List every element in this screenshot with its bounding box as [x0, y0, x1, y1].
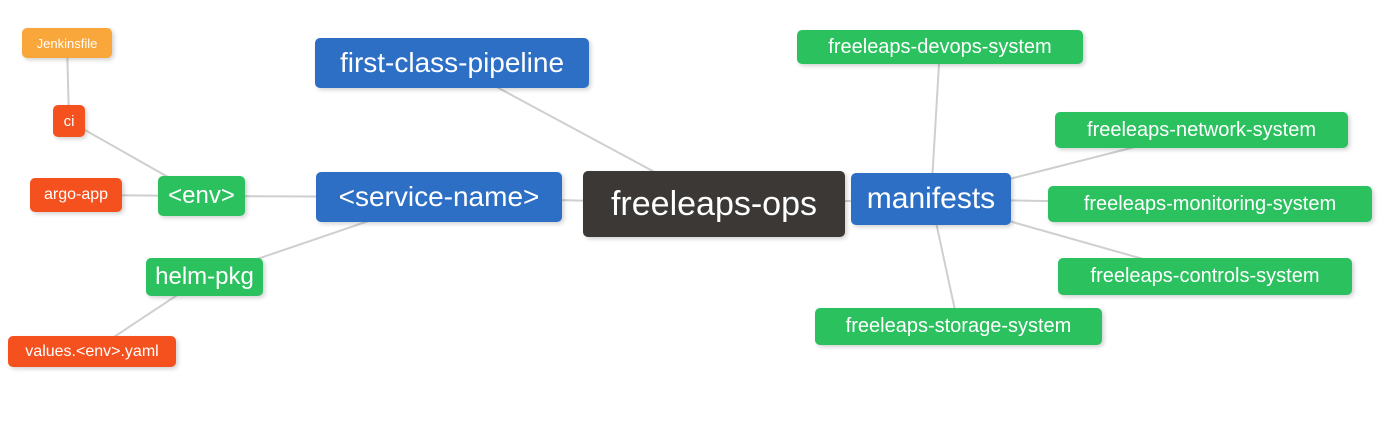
node-ci[interactable]: ci	[53, 105, 85, 137]
node-network-system[interactable]: freeleaps-network-system	[1055, 112, 1348, 148]
node-storage-system[interactable]: freeleaps-storage-system	[815, 308, 1102, 345]
node-label: freeleaps-devops-system	[828, 35, 1052, 58]
node-env[interactable]: <env>	[158, 176, 245, 216]
node-label: argo-app	[43, 186, 109, 203]
node-label: first-class-pipeline	[339, 47, 565, 78]
node-label: freeleaps-controls-system	[1090, 265, 1320, 287]
node-argo-app[interactable]: argo-app	[30, 178, 122, 212]
node-helm-pkg[interactable]: helm-pkg	[146, 258, 263, 296]
node-label: freeleaps-ops	[610, 184, 817, 223]
node-label: Jenkinsfile	[36, 35, 98, 51]
node-monitoring-system[interactable]: freeleaps-monitoring-system	[1048, 186, 1372, 222]
node-first-class-pipeline[interactable]: first-class-pipeline	[315, 38, 589, 88]
node-label: ci	[63, 112, 75, 130]
node-label: values.<env>.yaml	[25, 342, 159, 360]
node-freeleaps-ops[interactable]: freeleaps-ops	[583, 171, 845, 237]
node-jenkinsfile[interactable]: Jenkinsfile	[22, 28, 112, 58]
node-devops-system[interactable]: freeleaps-devops-system	[797, 30, 1083, 64]
node-label: freeleaps-network-system	[1087, 118, 1316, 141]
node-service-name[interactable]: <service-name>	[316, 172, 562, 222]
node-controls-system[interactable]: freeleaps-controls-system	[1058, 258, 1352, 295]
node-label: freeleaps-monitoring-system	[1083, 192, 1337, 215]
node-manifests[interactable]: manifests	[851, 173, 1011, 225]
node-label: manifests	[866, 182, 996, 215]
node-values-env-yaml[interactable]: values.<env>.yaml	[8, 336, 176, 367]
node-label: helm-pkg	[155, 263, 254, 290]
node-label: freeleaps-storage-system	[845, 315, 1072, 337]
node-label: <service-name>	[338, 181, 540, 212]
node-label: <env>	[168, 182, 235, 209]
